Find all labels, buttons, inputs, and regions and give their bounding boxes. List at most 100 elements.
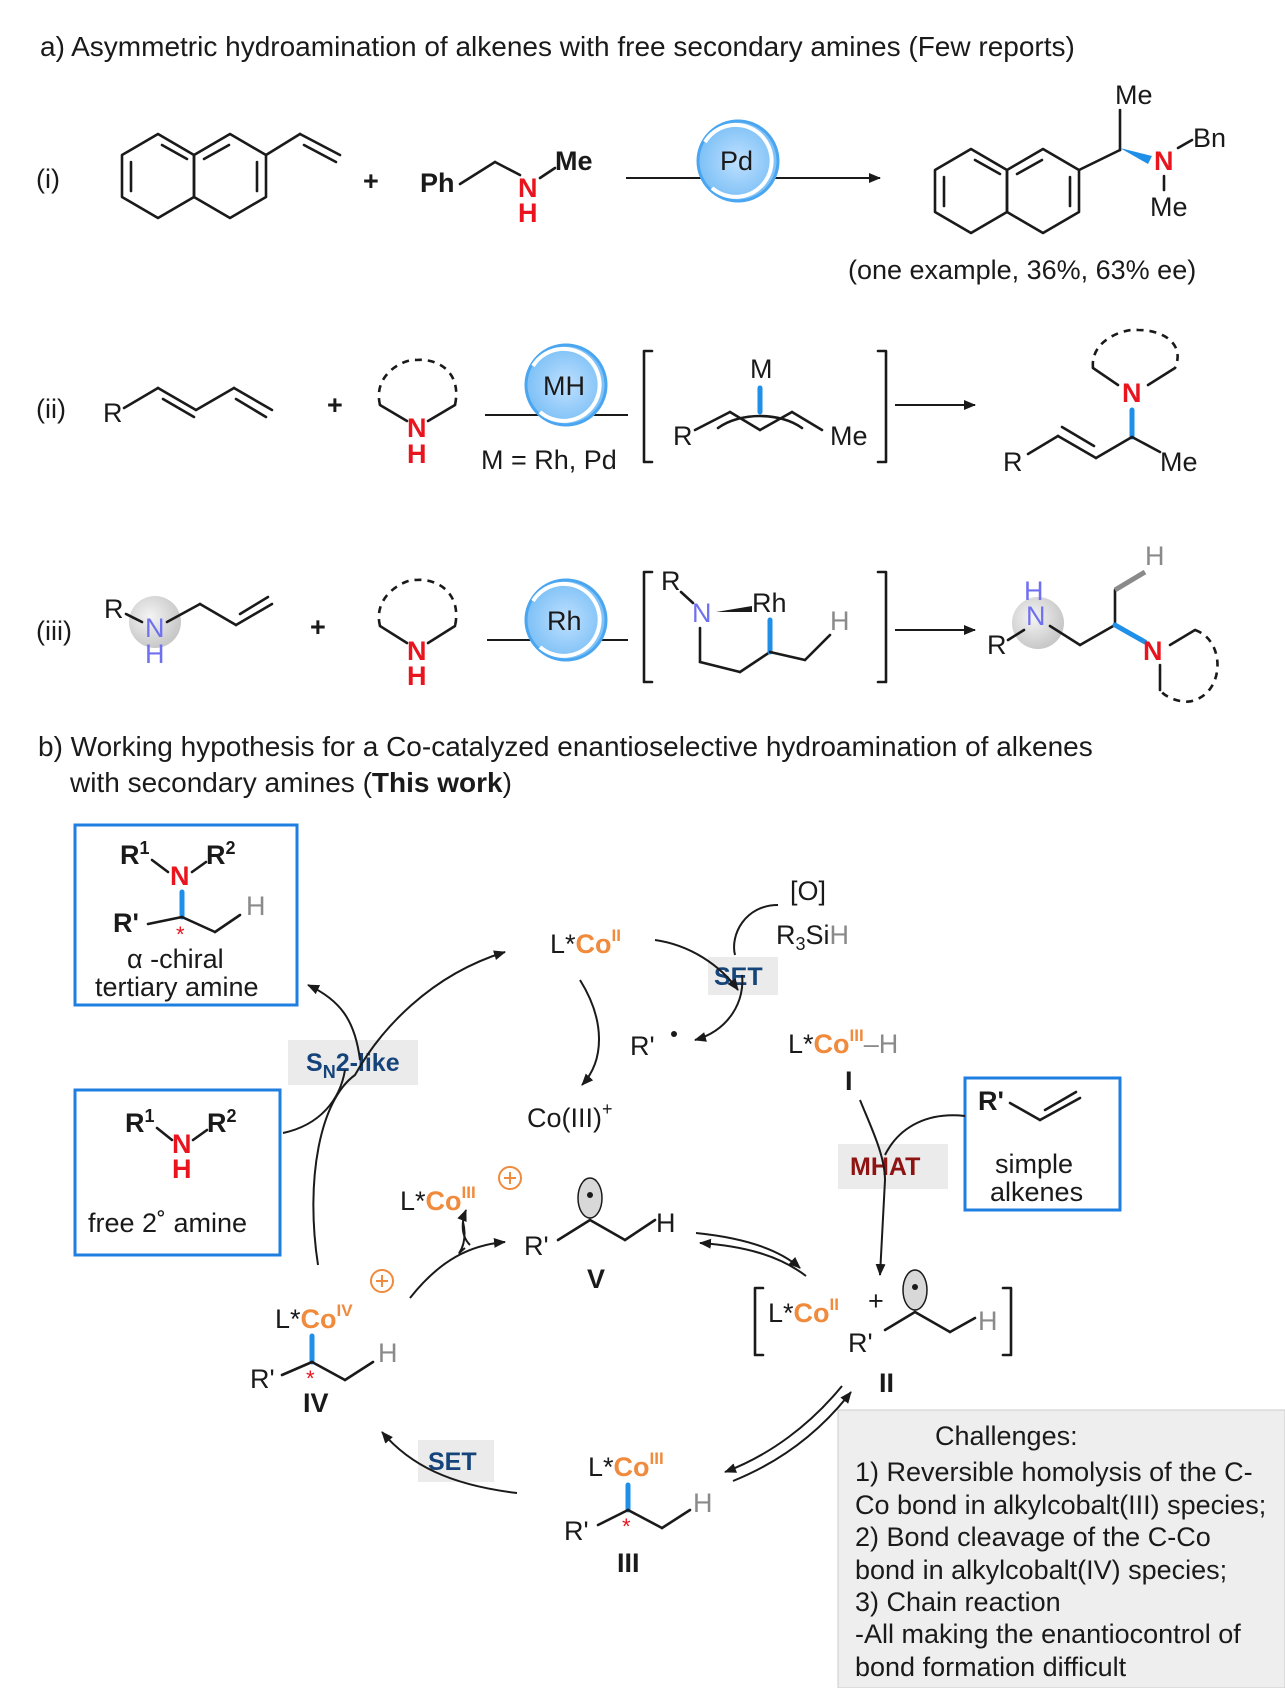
plus-circle-v-icon	[498, 1166, 522, 1190]
svg-text:*: *	[622, 1514, 631, 1539]
product-caption-2: tertiary amine	[95, 972, 259, 1002]
svg-text:R2: R2	[207, 1106, 237, 1138]
row-i-product-n: N	[1154, 146, 1174, 176]
mh-catalyst: MH	[524, 343, 608, 427]
allyl-metal-intermediate: M R Me	[673, 354, 868, 451]
svg-text:N: N	[1143, 636, 1163, 666]
co-hydride-i: L*CoIII–H	[788, 1026, 898, 1059]
svg-text:R1: R1	[125, 1106, 155, 1138]
plus-circle-iv-icon	[370, 1269, 394, 1293]
challenge-line-6: -All making the enantiocontrol of	[855, 1619, 1241, 1649]
species-ii-radical: R' H	[848, 1269, 998, 1358]
radical-dot	[671, 1031, 677, 1037]
svg-text:Rh: Rh	[547, 606, 582, 636]
species-i-label: I	[845, 1066, 853, 1096]
row-i-product-me-top: Me	[1115, 80, 1153, 110]
svg-text:H: H	[407, 661, 427, 691]
svg-text:N: N	[692, 598, 712, 628]
co-ii-catalyst: L*CoII	[550, 926, 621, 959]
svg-text:R: R	[661, 566, 681, 596]
species-v-label: V	[587, 1264, 605, 1294]
row-i-label: (i)	[36, 164, 60, 194]
svg-text:H: H	[693, 1488, 713, 1518]
co-ii-species-ii: L*CoII	[768, 1295, 839, 1328]
challenge-line-7: bond formation difficult	[855, 1652, 1127, 1682]
svg-text:Me: Me	[830, 421, 868, 451]
rh-catalyst: Rh	[524, 578, 608, 662]
alkene-structure: R'	[978, 1086, 1082, 1122]
svg-text:H: H	[830, 606, 850, 636]
silane-label: R3SiH	[776, 920, 849, 954]
part-a-heading: a) Asymmetric hydroamination of alkenes …	[40, 31, 1075, 62]
radical-v-structure: R' H	[524, 1177, 676, 1261]
svg-text:H: H	[172, 1154, 192, 1184]
species-ii-brackets	[753, 1286, 1013, 1357]
challenges-panel	[837, 1409, 1285, 1688]
species-iv-label: IV	[303, 1388, 329, 1418]
svg-text:H: H	[145, 639, 165, 669]
svg-text:H: H	[1024, 576, 1044, 606]
svg-text:Me: Me	[555, 146, 593, 176]
row-ii-product: N R Me	[1003, 328, 1198, 477]
svg-text:N: N	[170, 861, 190, 891]
cycle-arrows	[282, 904, 966, 1494]
co-iii-cation: Co(III)+	[527, 1099, 613, 1133]
amine-box	[73, 1088, 282, 1257]
challenge-line-5: 3) Chain reaction	[855, 1587, 1061, 1617]
svg-text:M: M	[750, 354, 773, 384]
diene-structure: R	[103, 386, 274, 428]
svg-text:Pd: Pd	[720, 146, 753, 176]
svg-text:R: R	[1003, 447, 1023, 477]
row-iii-label: (iii)	[36, 616, 72, 646]
row-i-product-structure	[933, 108, 1194, 235]
svg-text:H: H	[407, 439, 427, 469]
product-box	[73, 823, 299, 1007]
svg-text:*: *	[306, 1366, 315, 1391]
set-bottom-tag-bg	[418, 1440, 494, 1482]
rhodacycle-intermediate: R N Rh H	[661, 566, 850, 674]
row-ii-label: (ii)	[36, 394, 66, 424]
svg-text:N: N	[518, 173, 538, 203]
species-iii-label: III	[617, 1548, 640, 1578]
vinylnaphthalene-structure	[120, 132, 342, 220]
svg-text:N: N	[1122, 378, 1142, 408]
mhat-tag-bg	[838, 1144, 948, 1189]
methylbenzylamine-structure: Ph N H Me	[420, 146, 593, 228]
row-ii-brackets	[642, 349, 888, 464]
svg-text:R: R	[104, 594, 124, 624]
species-iv-structure: R' H *	[250, 1333, 398, 1394]
svg-text:H: H	[246, 891, 266, 921]
svg-text:Ph: Ph	[420, 168, 455, 198]
svg-text:H: H	[978, 1306, 998, 1336]
svg-text:R': R'	[524, 1231, 549, 1261]
alkene-caption-2: alkenes	[990, 1177, 1083, 1207]
svg-text:Rh: Rh	[752, 588, 787, 618]
svg-text:N: N	[145, 613, 165, 643]
oxidant-label: [O]	[790, 876, 826, 906]
row-i-product-bn: Bn	[1193, 123, 1226, 153]
svg-text:R: R	[103, 398, 123, 428]
challenge-line-2: Co bond in alkylcobalt(III) species;	[855, 1490, 1266, 1520]
row-ii-catalyst-note: M = Rh, Pd	[481, 445, 617, 475]
row-iii-cyclic-amine: N H	[377, 578, 458, 691]
set-bottom-tag: SET	[428, 1448, 477, 1476]
row-i-product-me-bottom: Me	[1150, 192, 1188, 222]
svg-text:R': R'	[113, 908, 139, 938]
product-caption-1: α -chiral	[127, 944, 224, 974]
part-b-heading-line1: b) Working hypothesis for a Co-catalyzed…	[38, 731, 1093, 762]
challenge-line-4: bond in alkylcobalt(IV) species;	[855, 1555, 1227, 1585]
species-iii-structure: R' H *	[564, 1482, 713, 1546]
svg-text:R': R'	[848, 1328, 873, 1358]
row-iii-product: H N R H N	[987, 541, 1219, 703]
challenge-line-3: 2) Bond cleavage of the C-Co	[855, 1522, 1211, 1552]
svg-text:R: R	[673, 421, 693, 451]
svg-text:N: N	[407, 413, 427, 443]
svg-text:H: H	[378, 1338, 398, 1368]
svg-text:H: H	[518, 198, 538, 228]
challenge-line-1: 1) Reversible homolysis of the C-	[855, 1457, 1253, 1487]
row-i-note: (one example, 36%, 63% ee)	[848, 255, 1196, 285]
svg-text:R1: R1	[120, 838, 150, 870]
pd-catalyst: Pd	[696, 119, 780, 203]
part-b-heading-line2: with secondary amines (This work)	[69, 767, 512, 798]
